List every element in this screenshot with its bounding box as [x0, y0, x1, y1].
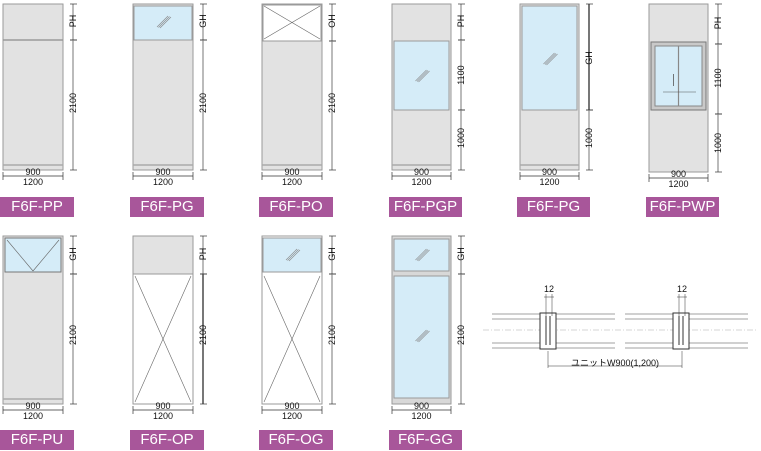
glass-reflection-icon	[416, 249, 429, 261]
width-dimension-900: 900	[413, 167, 430, 177]
height-dimension: 1100	[456, 65, 466, 85]
top-height-dimension: GH	[584, 51, 594, 65]
transom-glass	[262, 237, 322, 273]
glass-reflection-icon	[544, 53, 557, 65]
glass-reflection-icon	[285, 248, 298, 261]
width-dimension-1200: 1200	[411, 177, 432, 187]
width-dimension-900: 900	[284, 401, 300, 411]
width-dimension-1200: 1200	[22, 411, 44, 421]
width-dimension-900: 900	[155, 167, 171, 177]
height-dimension: 2100	[68, 92, 78, 114]
height-dimension: 2100	[327, 324, 337, 346]
top-height-dimension: PH	[68, 14, 78, 28]
unit-label: F6F-OG	[259, 430, 333, 450]
top-height-dimension: PH	[456, 14, 466, 28]
joint-profile	[539, 312, 557, 350]
glass-reflection-icon	[158, 16, 170, 28]
transom-glass	[393, 238, 450, 272]
glass-reflection-icon	[546, 53, 558, 66]
panel-body	[2, 3, 64, 171]
glass-reflection-icon	[159, 16, 172, 29]
width-dimension-1200: 1200	[411, 411, 432, 421]
width-dimension-1200: 1200	[152, 411, 174, 421]
unit-width-dimension: ユニットW900(1,200)	[571, 358, 660, 368]
glass-reflection-icon	[287, 249, 299, 261]
hopper-line	[6, 239, 34, 272]
width-dimension-900: 900	[155, 401, 171, 411]
height-dimension: 1000	[584, 127, 594, 149]
hopper-line	[32, 239, 60, 272]
height-dimension: 1000	[456, 127, 466, 149]
glass-reflection-icon	[416, 70, 429, 82]
glass-reflection-icon	[415, 329, 427, 342]
top-height-dimension: GH	[68, 247, 78, 261]
unit-label: F6F-PG	[130, 197, 204, 217]
unit-label: F6F-PP	[0, 197, 74, 217]
height-dimension: 2100	[456, 324, 466, 346]
width-dimension-900: 900	[541, 167, 558, 177]
width-dimension-1200: 1200	[668, 179, 689, 189]
width-dimension-1200: 1200	[22, 177, 44, 187]
transom-panel	[132, 235, 194, 275]
top-height-dimension: GH	[327, 247, 337, 261]
height-dimension: 2100	[68, 324, 78, 346]
unit-label: F6F-PU	[0, 430, 74, 450]
unit-label: F6F-PO	[259, 197, 333, 217]
glass-reflection-icon	[415, 248, 427, 261]
unit-label: F6F-OP	[130, 430, 204, 450]
glass-pane	[393, 40, 450, 111]
glass-reflection-icon	[288, 249, 301, 262]
unit-label: F6F-PGP	[389, 197, 462, 217]
width-dimension-900: 900	[284, 167, 300, 177]
width-dimension-900: 900	[25, 167, 41, 177]
glass-reflection-icon	[418, 70, 430, 83]
height-dimension: 1100	[713, 68, 723, 88]
width-dimension-900: 900	[670, 169, 687, 179]
width-dimension-1200: 1200	[281, 411, 303, 421]
glass-reflection-icon	[418, 249, 430, 262]
transom-glass	[4, 237, 62, 273]
top-height-dimension: OH	[327, 14, 337, 28]
top-height-dimension: PH	[713, 16, 723, 30]
joint-width-dimension: 12	[543, 284, 554, 294]
glass-reflection-icon	[416, 330, 429, 342]
joint-width-dimension: 12	[676, 284, 687, 294]
height-dimension: 2100	[198, 324, 208, 346]
height-dimension: 2100	[327, 92, 337, 114]
unit-label: F6F-GG	[389, 430, 462, 450]
height-dimension: 1000	[713, 132, 723, 154]
top-height-dimension: GH	[198, 14, 208, 28]
width-dimension-1200: 1200	[539, 177, 560, 187]
glass-reflection-icon	[415, 69, 427, 82]
width-dimension-900: 900	[25, 401, 41, 411]
unit-label: F6F-PG	[517, 197, 590, 217]
top-height-dimension: PH	[198, 247, 208, 261]
opening-cross-line	[263, 275, 321, 403]
glass-reflection-icon	[418, 330, 430, 343]
joint-profile	[672, 312, 690, 350]
opening-cross-line	[263, 5, 321, 40]
width-dimension-900: 900	[413, 401, 430, 411]
height-dimension: 2100	[198, 92, 208, 114]
glass-reflection-icon	[156, 15, 169, 28]
top-height-dimension: GH	[456, 247, 466, 261]
width-dimension-1200: 1200	[152, 177, 174, 187]
glass-reflection-icon	[543, 52, 555, 65]
unit-label: F6F-PWP	[646, 197, 719, 217]
opening-cross-line	[134, 275, 192, 403]
width-dimension-1200: 1200	[281, 177, 303, 187]
